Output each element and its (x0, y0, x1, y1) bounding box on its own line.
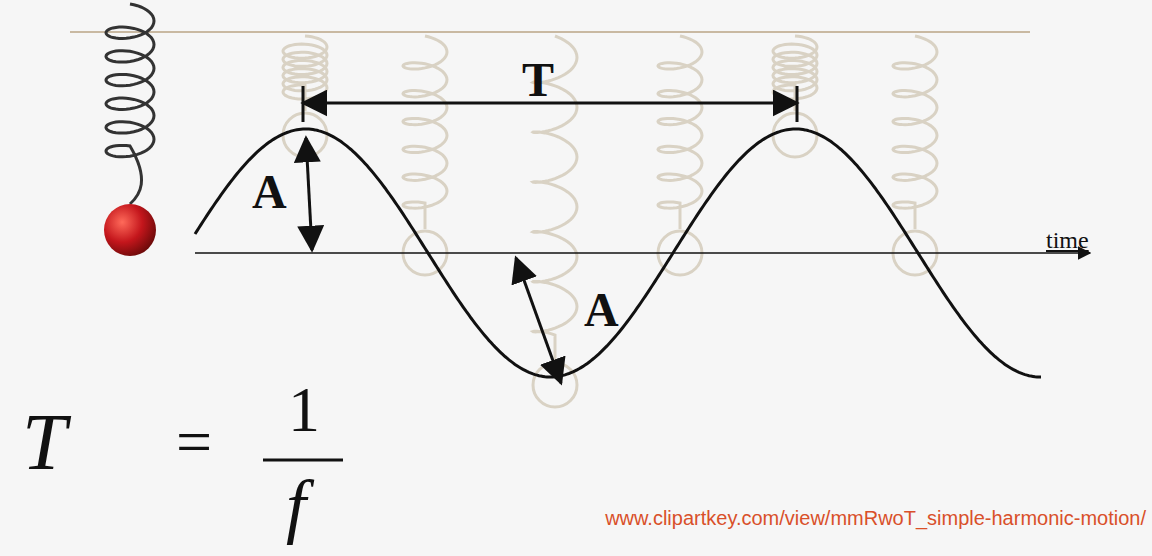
amplitude-label: A (252, 168, 287, 216)
amplitude-label: A (584, 286, 619, 334)
main-spring (106, 4, 154, 204)
mass-ball (104, 204, 156, 256)
formula-symbol: = (176, 410, 212, 474)
faded-mass (283, 113, 327, 157)
spring-coil (658, 36, 702, 229)
formula-symbol: 1 (288, 378, 320, 442)
source-url: www.clipartkey.com/view/mmRwoT_simple-ha… (605, 508, 1146, 528)
sine-wave (195, 129, 1041, 377)
spring-coil (106, 4, 154, 204)
spring-coil (893, 36, 937, 229)
period-tick (302, 86, 305, 122)
axis-label: time (1046, 228, 1089, 252)
formula-symbol: f (286, 470, 306, 542)
spring-coil (773, 36, 817, 111)
spring-coil (283, 36, 327, 111)
fraction-bar (263, 459, 343, 462)
ceiling-line (70, 31, 1030, 33)
amplitude-arrow (516, 258, 561, 383)
faded-springs (283, 36, 937, 407)
time-axis (195, 252, 1090, 254)
amplitude-arrow (306, 138, 312, 250)
faded-mass (773, 113, 817, 157)
spring-coil (403, 36, 447, 229)
formula-symbol: T (22, 402, 67, 482)
period-tick (796, 86, 799, 122)
period-label: T (522, 56, 554, 104)
